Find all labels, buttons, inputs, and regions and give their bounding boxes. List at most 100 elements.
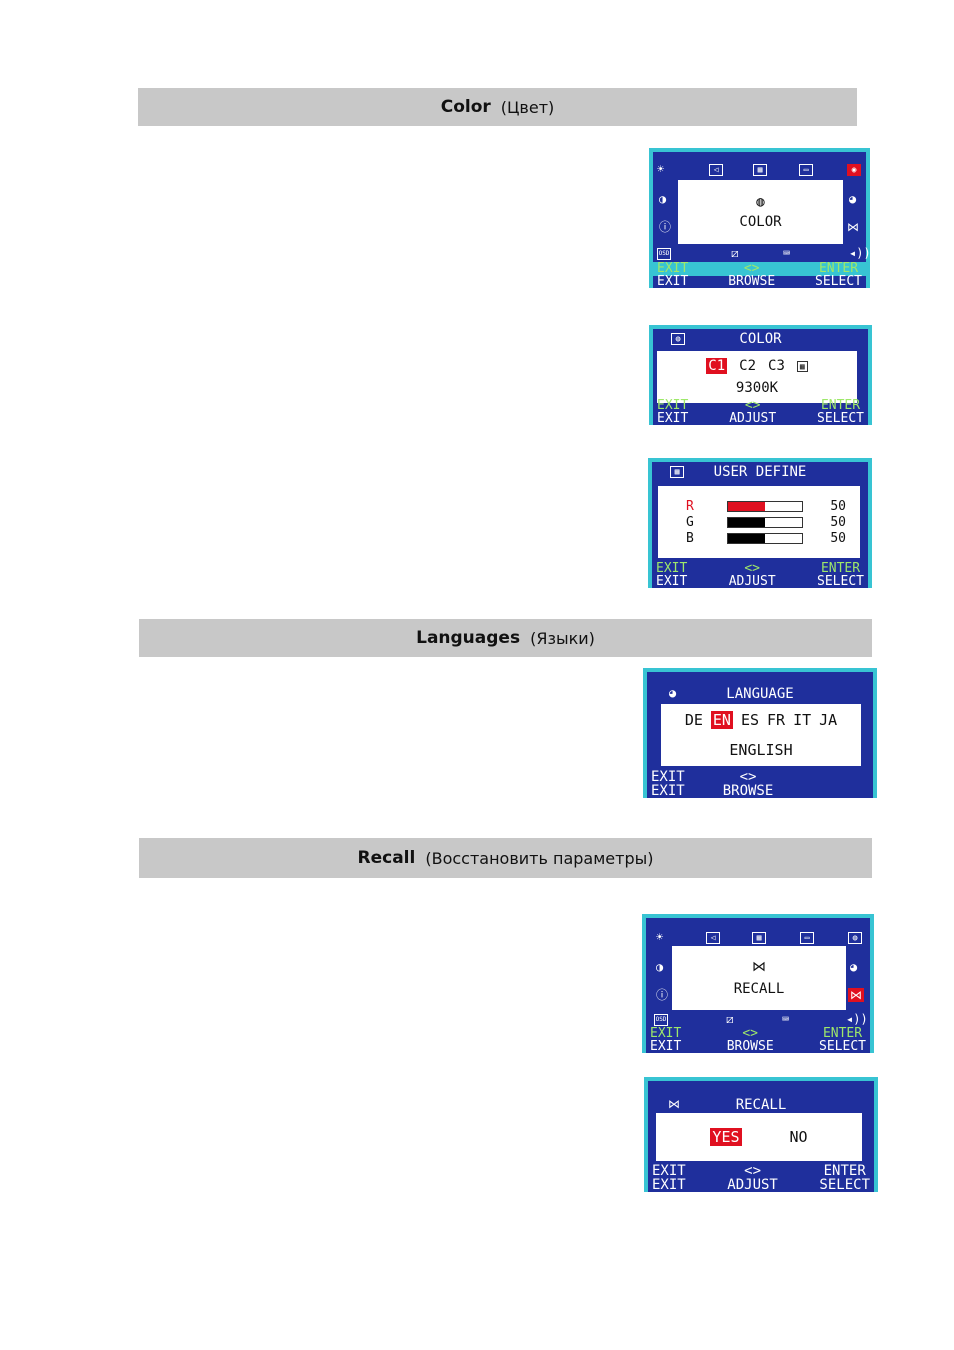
size-icon: ▭ [799, 164, 813, 176]
section-title: Recall [357, 848, 416, 868]
contrast-icon: ◑ [656, 960, 664, 974]
volume-icon: ◂)) [849, 246, 871, 260]
section-subtitle: (Цвет) [500, 97, 555, 117]
channel-row-b[interactable]: B 50 [686, 530, 846, 546]
section-header-color: Color (Цвет) [138, 88, 857, 126]
info-icon: ⓘ [656, 988, 669, 1002]
option-fr[interactable]: FR [767, 711, 786, 729]
osd-title: LANGUAGE [726, 686, 794, 702]
osd-main-menu-recall: ☀ ◁ ▦ ▭ ◍ ◑ ⓘ ◕ ⋈ OSD ⧄ ⌨ ◂)) ⋈ RECALL E… [642, 914, 874, 1053]
info-icon: ⓘ [659, 220, 672, 234]
osd-language: ◕ LANGUAGE DE EN ES FR IT JA ENGLISH EXI… [643, 668, 877, 798]
osd-content-box: C1 C2 C3 ▦ 9300K [657, 351, 857, 403]
selected-item-label: COLOR [739, 214, 782, 230]
footer-browse[interactable]: <>BROWSE [728, 261, 776, 289]
brightness-icon: ☀ [657, 162, 665, 176]
osd-content-box: ⋈ RECALL [672, 946, 846, 1010]
osd-icon: OSD [654, 1014, 668, 1026]
slider-b[interactable] [727, 532, 804, 544]
section-header-recall: Recall (Восстановить параметры) [139, 838, 872, 878]
selected-item-label: RECALL [733, 981, 785, 997]
position-icon: ◁ [706, 932, 720, 944]
footer-browse[interactable]: <>BROWSE [722, 769, 774, 799]
osd-strip [653, 262, 866, 276]
section-header-languages: Languages (Языки) [139, 619, 872, 657]
option-en[interactable]: EN [710, 711, 733, 729]
option-c3[interactable]: C3 [768, 358, 785, 374]
option-it[interactable]: IT [793, 711, 812, 729]
position-icon: ◁ [709, 164, 723, 176]
osd-content-box: R 50 G 50 B 50 [658, 486, 860, 558]
footer-adjust[interactable]: <>ADJUST [728, 561, 776, 589]
osd-content-box: YES NO [656, 1113, 862, 1161]
recall-icon: ⋈ [847, 220, 859, 234]
section-title: Languages [416, 628, 521, 648]
brightness-icon: ☀ [656, 930, 664, 944]
footer-adjust[interactable]: <>ADJUST [729, 398, 777, 426]
geometry-icon: ⧄ [726, 1012, 734, 1026]
osd-main-menu-color: ☀ ◁ ▦ ▭ ◉ ◑ ⓘ ◕ ⋈ OSD ⧄ ⌨ ◂)) ◍ COLOR EX… [649, 148, 871, 288]
slider-r[interactable] [727, 500, 804, 512]
slider-g[interactable] [727, 516, 804, 528]
color-options: C1 C2 C3 ▦ [706, 358, 808, 374]
size-icon: ▭ [800, 932, 814, 944]
yes-option[interactable]: YES [710, 1128, 742, 1146]
osd-icon: OSD [657, 248, 671, 260]
auto-icon: ▦ [752, 932, 766, 944]
osd-title: USER DEFINE [713, 464, 807, 480]
color-item-icon: ◍ [756, 194, 765, 210]
auto-icon: ▦ [753, 164, 767, 176]
option-c2[interactable]: C2 [739, 358, 757, 374]
recall-icon: ⋈ [668, 1097, 680, 1111]
section-subtitle: (Языки) [530, 628, 595, 648]
language-value: ENGLISH [729, 741, 793, 759]
input-icon: ⌨ [782, 1012, 790, 1026]
recall-item-icon: ⋈ [752, 959, 766, 975]
section-title: Color [440, 97, 491, 117]
channel-row-g[interactable]: G 50 [686, 514, 846, 530]
option-de[interactable]: DE [684, 711, 703, 729]
option-ja[interactable]: JA [819, 711, 838, 729]
color-temp-value: 9300K [735, 380, 779, 396]
footer-browse[interactable]: <>BROWSE [726, 1026, 774, 1054]
osd-title: RECALL [735, 1097, 787, 1113]
color-icon: ◍ [848, 932, 862, 944]
language-globe-icon: ◕ [850, 960, 858, 974]
option-es[interactable]: ES [740, 711, 759, 729]
section-subtitle: (Восстановить параметры) [425, 848, 654, 868]
color-icon: ◍ [671, 333, 685, 345]
geometry-icon: ⧄ [731, 246, 739, 260]
channel-row-r[interactable]: R 50 [686, 498, 846, 514]
contrast-icon: ◑ [659, 192, 667, 206]
option-c1[interactable]: C1 [706, 358, 728, 374]
language-globe-icon: ◕ [669, 686, 677, 700]
user-define-icon[interactable]: ▦ [796, 360, 808, 372]
osd-title: COLOR [739, 331, 782, 347]
recall-icon: ⋈ [848, 988, 864, 1002]
footer-adjust[interactable]: <>ADJUST [727, 1163, 778, 1193]
input-icon: ⌨ [783, 246, 791, 260]
volume-icon: ◂)) [846, 1012, 868, 1026]
osd-content-box: ◍ COLOR [678, 180, 843, 244]
color-icon: ◉ [847, 164, 861, 176]
no-option[interactable]: NO [789, 1128, 808, 1146]
